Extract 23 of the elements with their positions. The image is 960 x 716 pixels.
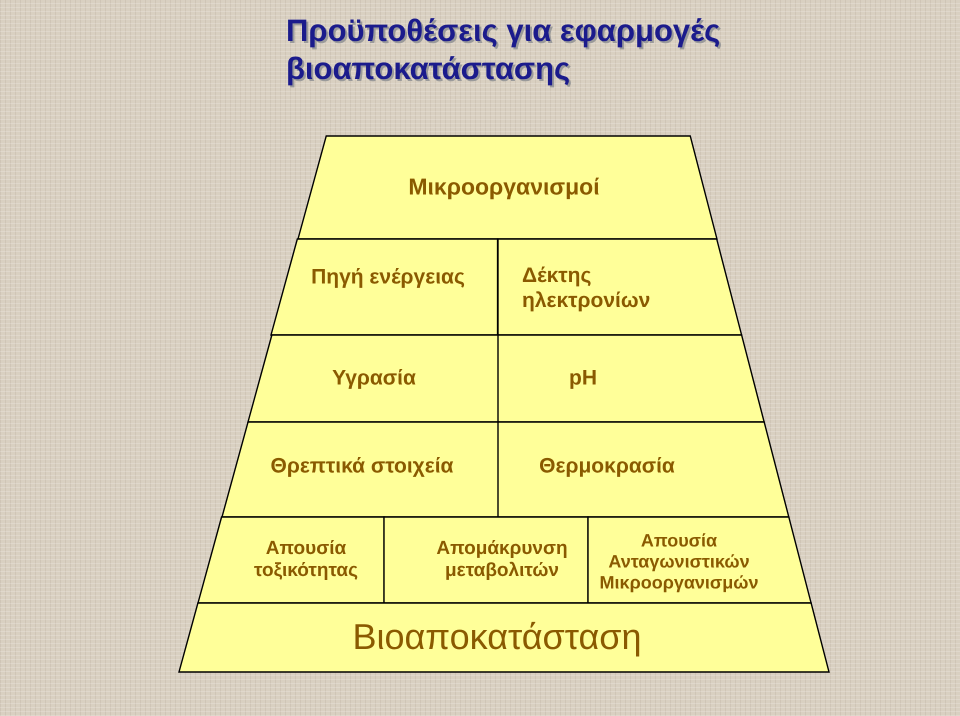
- section-label: Απουσία τοξικότητας: [253, 538, 359, 582]
- section-label: Πηγή ενέργειας: [311, 264, 465, 290]
- pyramid-section: [198, 517, 384, 603]
- title: Προϋποθέσεις για εφαρμογές βιοαποκατάστασης: [286, 12, 722, 88]
- pyramid-section: [298, 136, 717, 239]
- pyramid-section: [498, 335, 764, 422]
- pyramid-section: [179, 603, 829, 672]
- section-label: Βιοαποκατάσταση: [352, 616, 642, 658]
- pyramid-section: [222, 422, 498, 517]
- section-label: pH: [569, 366, 597, 390]
- section-label: Θερμοκρασία: [539, 454, 675, 478]
- pyramid-section: [384, 517, 588, 603]
- section-label: Δέκτης ηλεκτρονίων: [522, 263, 652, 313]
- section-label: Απομάκρυνση μεταβολιτών: [435, 538, 569, 582]
- pyramid-section: [498, 239, 742, 335]
- pyramid-section: [498, 422, 789, 517]
- pyramid-section: [248, 335, 498, 422]
- pyramid-section: [588, 517, 812, 603]
- section-label: Μικροοργανισμοί: [408, 174, 600, 200]
- section-label: Θρεπτικά στοιχεία: [270, 454, 454, 478]
- section-label: Απουσία Ανταγωνιστικών Μικροοργανισμών: [598, 530, 760, 594]
- pyramid-section: [271, 239, 498, 335]
- section-label: Υγρασία: [332, 366, 416, 390]
